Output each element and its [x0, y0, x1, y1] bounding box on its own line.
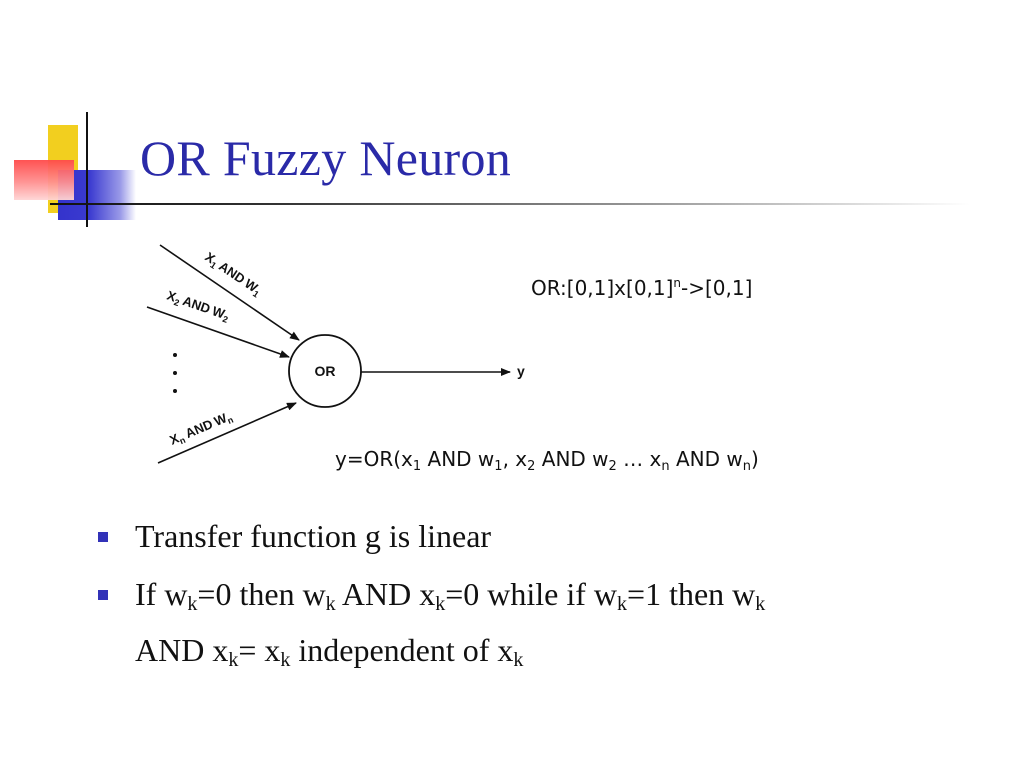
bullet-square-icon	[98, 590, 108, 600]
bullet-item-weights: If wk=0 then wk AND xk=0 while if wk=1 t…	[98, 571, 958, 683]
deco-red-square	[14, 160, 74, 200]
input-arrow-1	[159, 244, 300, 341]
input-label-2: X2ANDW2	[164, 288, 231, 325]
or-node	[288, 334, 362, 408]
input-arrow-n	[157, 402, 297, 464]
deco-vertical-line	[86, 112, 88, 227]
ellipsis-dot	[173, 353, 177, 357]
bullet-item-transfer: Transfer function g is linear	[98, 513, 958, 559]
ellipsis-dot	[173, 371, 177, 375]
or-node-label: OR	[315, 363, 336, 379]
ellipsis-dot	[173, 389, 177, 393]
input-label-n: XnANDWn	[167, 408, 235, 449]
input-label-1: X1ANDW1	[201, 249, 265, 300]
slide-title: OR Fuzzy Neuron	[140, 130, 512, 186]
bullet-square-icon	[98, 532, 108, 542]
neuron-diagram: OR y X1ANDW1 X2ANDW2 XnANDWn	[146, 244, 525, 464]
bullet-list: Transfer function g is linear If wk=0 th…	[98, 513, 958, 695]
output-label: y	[517, 363, 525, 379]
or-formula: y=OR(x1 AND w1, x2 AND w2 … xn AND wn)	[335, 447, 759, 474]
title-underline	[50, 203, 970, 205]
input-arrow-2	[146, 306, 290, 358]
mapping-definition: OR:[0,1]x[0,1]n->[0,1]	[531, 276, 753, 300]
